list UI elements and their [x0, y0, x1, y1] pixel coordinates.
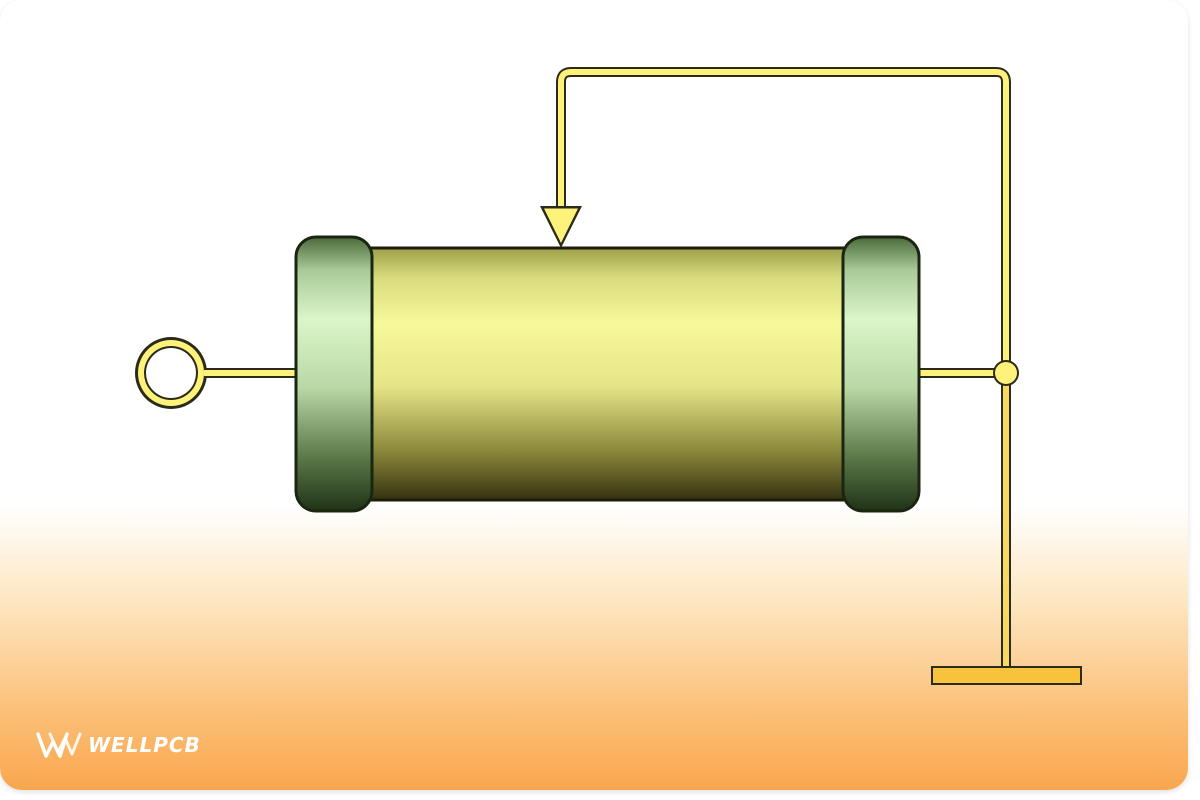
potentiometer-diagram — [135, 67, 1082, 685]
resistor-end-cap-right — [841, 235, 921, 513]
ground-wire — [1001, 373, 1011, 670]
diagram-card: WELLPCB — [0, 0, 1188, 790]
resistor-end-cap-left — [294, 235, 374, 513]
terminal-ring — [135, 337, 207, 409]
resistor-body — [364, 246, 852, 502]
wiper-feedback-wire — [556, 67, 1011, 373]
wellpcb-logo: WELLPCB — [36, 730, 201, 760]
lead-wire-left — [204, 368, 300, 378]
lead-wire-right — [914, 368, 1006, 378]
ground-plate — [931, 666, 1082, 685]
wellpcb-logo-icon — [36, 732, 82, 758]
junction-node — [993, 360, 1019, 386]
wiper-arrow — [540, 206, 582, 248]
logo-text: WELLPCB — [88, 733, 201, 757]
